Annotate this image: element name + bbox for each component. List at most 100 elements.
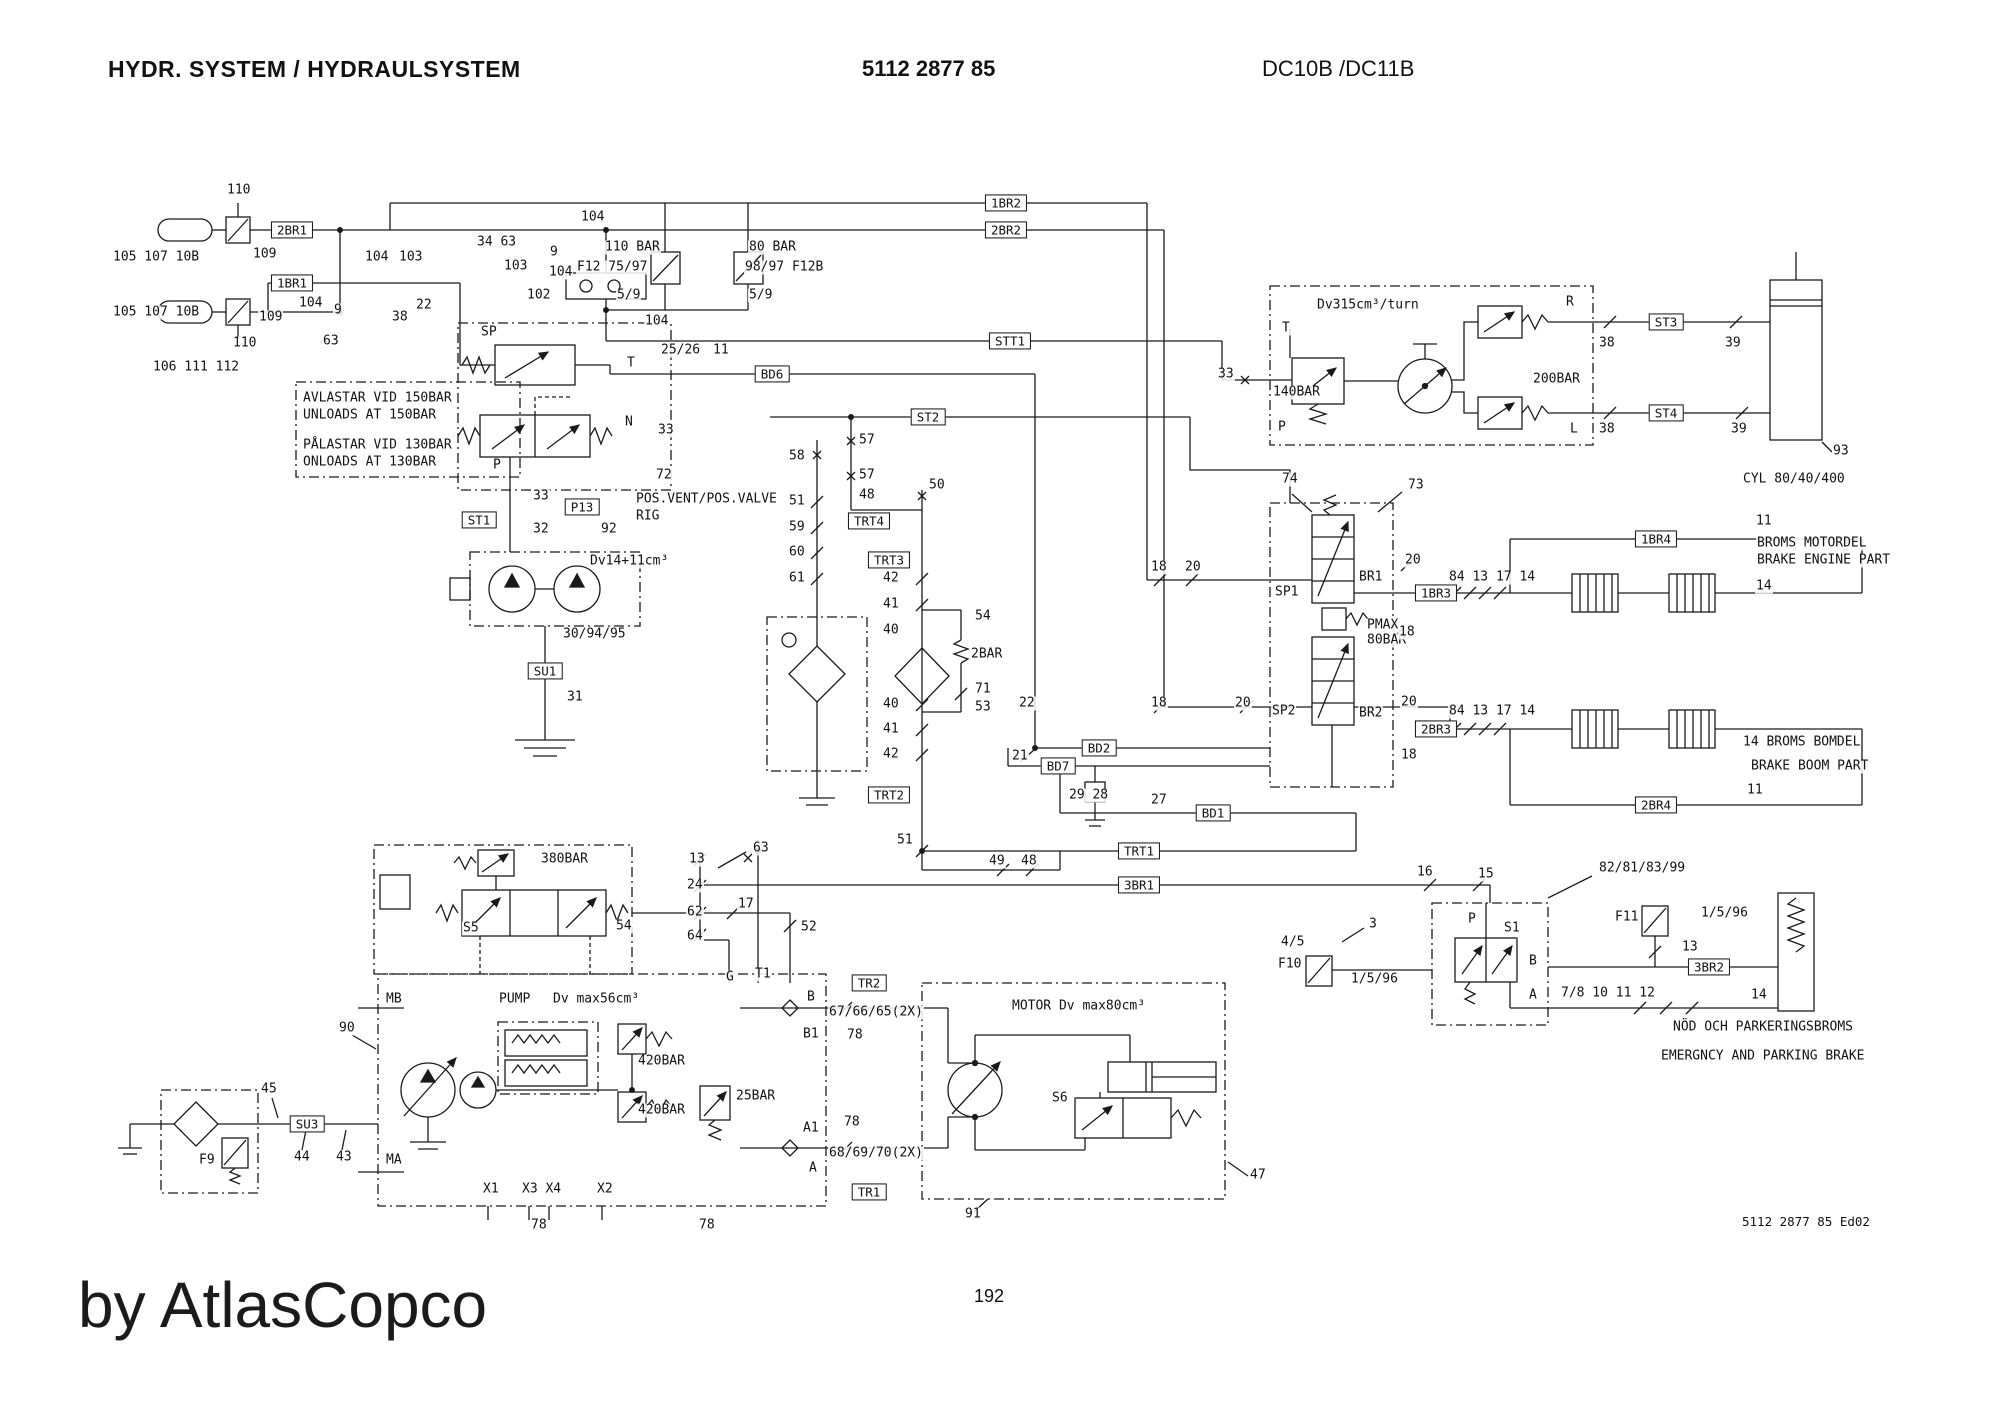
diagram-label: 4/5: [1280, 934, 1306, 950]
diagram-ref-label: ST4: [1648, 404, 1684, 422]
diagram-label: 78: [846, 1027, 864, 1043]
diagram-label: 63: [752, 840, 770, 856]
diagram-label: S5: [462, 920, 480, 936]
diagram-label: 17: [737, 896, 755, 912]
diagram-label: B: [806, 989, 816, 1005]
diagram-label: BRAKE ENGINE PART: [1756, 552, 1892, 568]
diagram-label: 78: [698, 1217, 716, 1233]
diagram-label: AVLASTAR VID 150BAR: [302, 390, 453, 406]
diagram-label: 27: [1150, 792, 1168, 808]
diagram-ref-label: 1BR3: [1414, 584, 1458, 602]
diagram-ref-label: STT1: [988, 332, 1032, 350]
diagram-label: SP: [480, 324, 498, 340]
diagram-label: 11: [712, 342, 730, 358]
diagram-label: 11: [1746, 782, 1764, 798]
diagram-label: 20: [1234, 695, 1252, 711]
steering-cylinder: [1593, 252, 1833, 453]
diagram-label: 109: [252, 246, 278, 262]
return-filter-assembly: [766, 440, 868, 806]
diagram-ref-label: 2BR2: [984, 221, 1028, 239]
diagram-label: RIG: [635, 508, 661, 524]
diagram-label: 13: [1681, 939, 1699, 955]
diagram-label: 16: [1416, 864, 1434, 880]
diagram-label: 39: [1730, 421, 1748, 437]
diagram-label: 41: [882, 721, 900, 737]
diagram-label: 38: [1598, 421, 1616, 437]
diagram-label: 5/9: [748, 287, 774, 303]
page-title: HYDR. SYSTEM / HYDRAULSYSTEM: [108, 56, 521, 82]
diagram-label: MB: [385, 991, 403, 1007]
diagram-ref-label: ST1: [461, 511, 497, 529]
diagram-ref-label: 3BR1: [1117, 876, 1161, 894]
diagram-label: B1: [802, 1026, 820, 1042]
diagram-label: P: [1277, 419, 1287, 435]
diagram-ref-label: 2BR4: [1634, 796, 1678, 814]
diagram-label: B: [1528, 953, 1538, 969]
diagram-label: 82/81/83/99: [1598, 860, 1687, 876]
diagram-label: 42: [882, 570, 900, 586]
diagram-label: 91: [964, 1206, 982, 1222]
diagram-label: 34 63: [476, 234, 518, 250]
positioning-pump-unit: [449, 551, 641, 757]
diagram-label: 30/94/95: [562, 626, 627, 642]
drive-motor-assembly: [921, 982, 1249, 1213]
diagram-ref-label: TR2: [851, 974, 887, 992]
diagram-label: CYL 80/40/400: [1742, 471, 1846, 487]
diagram-label: 47: [1249, 1167, 1267, 1183]
diagram-label: 92: [600, 521, 618, 537]
diagram-label: 71: [974, 681, 992, 697]
diagram-label: 20: [1184, 559, 1202, 575]
diagram-label: 14: [1755, 578, 1773, 594]
diagram-ref-label: P13: [564, 498, 600, 516]
diagram-label: N: [624, 414, 634, 430]
diagram-label: 93: [1832, 443, 1850, 459]
diagram-label: 18: [1400, 747, 1418, 763]
diagram-label: SP1: [1274, 584, 1300, 600]
diagram-label: 24: [686, 877, 704, 893]
diagram-label: BR2: [1358, 705, 1384, 721]
diagram-label: 110: [226, 182, 252, 198]
diagram-label: 104: [364, 249, 390, 265]
diagram-label: 72: [655, 467, 673, 483]
diagram-label: 48: [858, 487, 876, 503]
diagram-label: 38: [391, 309, 409, 325]
diagram-ref-label: ST2: [910, 408, 946, 426]
diagram-label: R: [1565, 294, 1575, 310]
diagram-label: 29 28: [1068, 787, 1110, 803]
diagram-label: 22: [1018, 695, 1036, 711]
diagram-label: 104: [580, 209, 606, 225]
diagram-label: 78: [843, 1114, 861, 1130]
diagram-label: 90: [338, 1020, 356, 1036]
diagram-label: P: [1467, 911, 1477, 927]
diagram-label: 5/9: [616, 287, 642, 303]
diagram-ref-label: TRT3: [867, 551, 911, 569]
diagram-label: 42: [882, 746, 900, 762]
diagram-label: BR1: [1358, 569, 1384, 585]
diagram-label: 44: [293, 1149, 311, 1165]
diagram-label: 80BAR: [1366, 632, 1408, 648]
diagram-label: ONLOADS AT 130BAR: [302, 454, 438, 470]
diagram-label: 13: [688, 851, 706, 867]
page-number: 192: [974, 1286, 1005, 1306]
diagram-label: 14: [1750, 987, 1768, 1003]
diagram-label: 63: [322, 333, 340, 349]
diagram-label: SP2: [1271, 703, 1297, 719]
diagram-label: F11: [1614, 909, 1640, 925]
diagram-label: 109: [258, 309, 284, 325]
diagram-label: 51: [788, 493, 806, 509]
diagram-label: 380BAR: [540, 851, 589, 867]
diagram-label: 52: [800, 919, 818, 935]
main-pump-assembly: [351, 973, 827, 1220]
diagram-label: 74: [1281, 471, 1299, 487]
diagram-label: NÖD OCH PARKERINGSBROMS: [1672, 1019, 1855, 1035]
diagram-label: 32: [532, 521, 550, 537]
diagram-label: 2BAR: [970, 646, 1004, 662]
diagram-label: 3: [1368, 916, 1378, 932]
diagram-label: 106 111 112: [152, 359, 241, 375]
steering-unit: [1269, 285, 1594, 446]
diagram-label: 110: [232, 335, 258, 351]
watermark-text: by AtlasCopco: [78, 1269, 488, 1341]
diagram-label: S1: [1503, 920, 1521, 936]
diagram-label: G: [725, 969, 735, 985]
